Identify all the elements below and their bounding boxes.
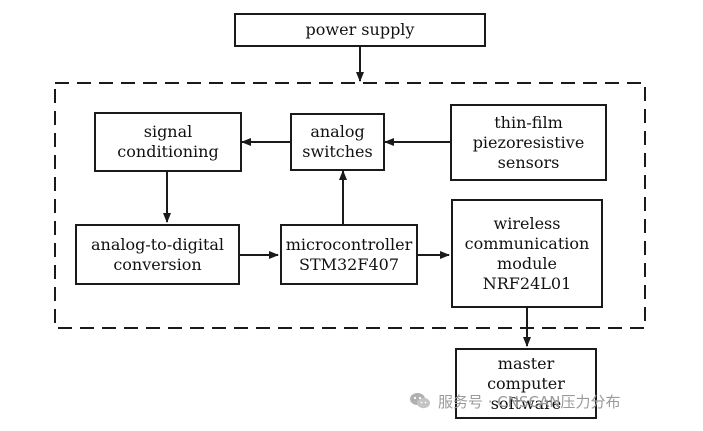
signal-conditioning-label-line-1: signal	[143, 122, 193, 141]
microcontroller-label-line-2: STM32F407	[298, 254, 399, 274]
power-supply-label: power supply	[305, 20, 415, 39]
signal-conditioning-label-line-2: conditioning	[117, 142, 219, 161]
wireless-label-line-4: NRF24L01	[482, 273, 572, 293]
wireless-module-block: wireless communication module NRF24L01	[451, 199, 603, 308]
master-label-line-3: software	[490, 393, 562, 413]
sensors-label-line-1: thin-film	[494, 112, 563, 132]
adc-label-line-1: analog-to-digital	[90, 234, 225, 254]
microcontroller-block: microcontroller STM32F407	[280, 224, 418, 285]
adc-block: analog-to-digital conversion	[75, 224, 240, 285]
sensors-label-line-3: sensors	[497, 152, 560, 172]
wireless-label-line-2: communication	[464, 233, 590, 253]
microcontroller-label-line-1: microcontroller	[285, 234, 413, 254]
master-computer-block: master computer software	[455, 348, 597, 419]
analog-switches-block: analog switches	[290, 113, 385, 171]
power-supply-block: power supply	[234, 13, 486, 47]
wechat-icon	[410, 393, 430, 409]
signal-conditioning-block: signal conditioning	[94, 112, 242, 172]
master-label-line-2: computer	[487, 373, 565, 393]
watermark-text: 服务号 · CNSCAN压力分布	[438, 392, 621, 411]
master-label-line-1: master	[497, 353, 555, 373]
sensors-label-line-2: piezoresistive	[472, 132, 585, 152]
analog-switches-label-line-1: analog	[310, 122, 365, 141]
sensors-block: thin-film piezoresistive sensors	[450, 104, 607, 181]
system-boundary	[54, 82, 646, 329]
analog-switches-label-line-2: switches	[302, 142, 373, 161]
wireless-label-line-3: module	[497, 253, 557, 273]
adc-label-line-2: conversion	[113, 254, 202, 274]
wireless-label-line-1: wireless	[493, 213, 561, 233]
watermark: 服务号 · CNSCAN压力分布	[408, 387, 620, 415]
